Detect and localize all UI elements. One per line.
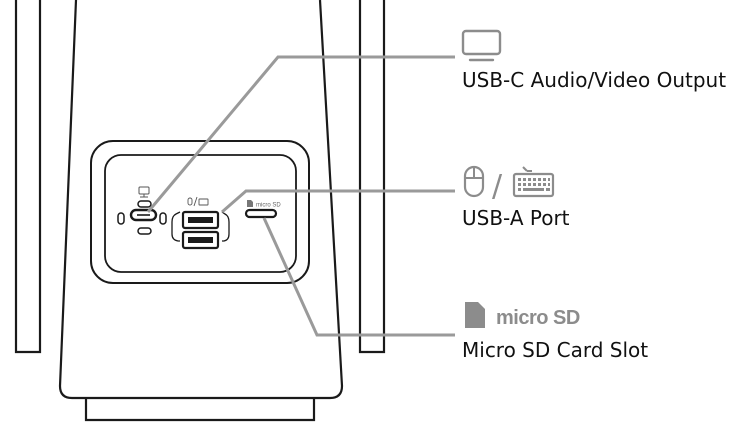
micro-sd-card-slot [244, 208, 278, 219]
side-led-left [117, 212, 125, 225]
usb-a-mouse-keyboard-mark-icon [187, 196, 209, 207]
leader-line-usb-c [146, 55, 455, 213]
micro-sd-logo-text: micro SD [496, 307, 580, 329]
label-usb-a-port: USB-A Port [462, 206, 570, 230]
usb-a-port-top [181, 210, 220, 230]
mouse-icon [463, 165, 485, 198]
leader-line-micro-sd [262, 217, 455, 337]
icon-separator: / [492, 169, 503, 204]
indicator-led-bottom [137, 227, 152, 235]
device-base [84, 398, 316, 422]
usb-a-port-group-outline [171, 211, 230, 242]
label-micro-sd-slot: Micro SD Card Slot [462, 338, 649, 362]
usb-c-monitor-mark-icon [138, 186, 150, 198]
side-led-right [159, 212, 167, 225]
micro-sd-logo: micro SD [465, 302, 580, 329]
device-left-leg [14, 0, 42, 354]
device-micro-sd-mark-text: micro SD [256, 203, 281, 209]
keyboard-icon [512, 166, 555, 198]
device-right-leg [358, 0, 386, 354]
leader-line-usb-a [221, 189, 455, 214]
device-micro-sd-mark: micro SD [247, 200, 281, 209]
label-usb-c-output: USB-C Audio/Video Output [462, 68, 727, 92]
monitor-icon [461, 29, 502, 62]
usb-a-port-bottom [181, 230, 220, 250]
indicator-led-top [137, 200, 152, 208]
